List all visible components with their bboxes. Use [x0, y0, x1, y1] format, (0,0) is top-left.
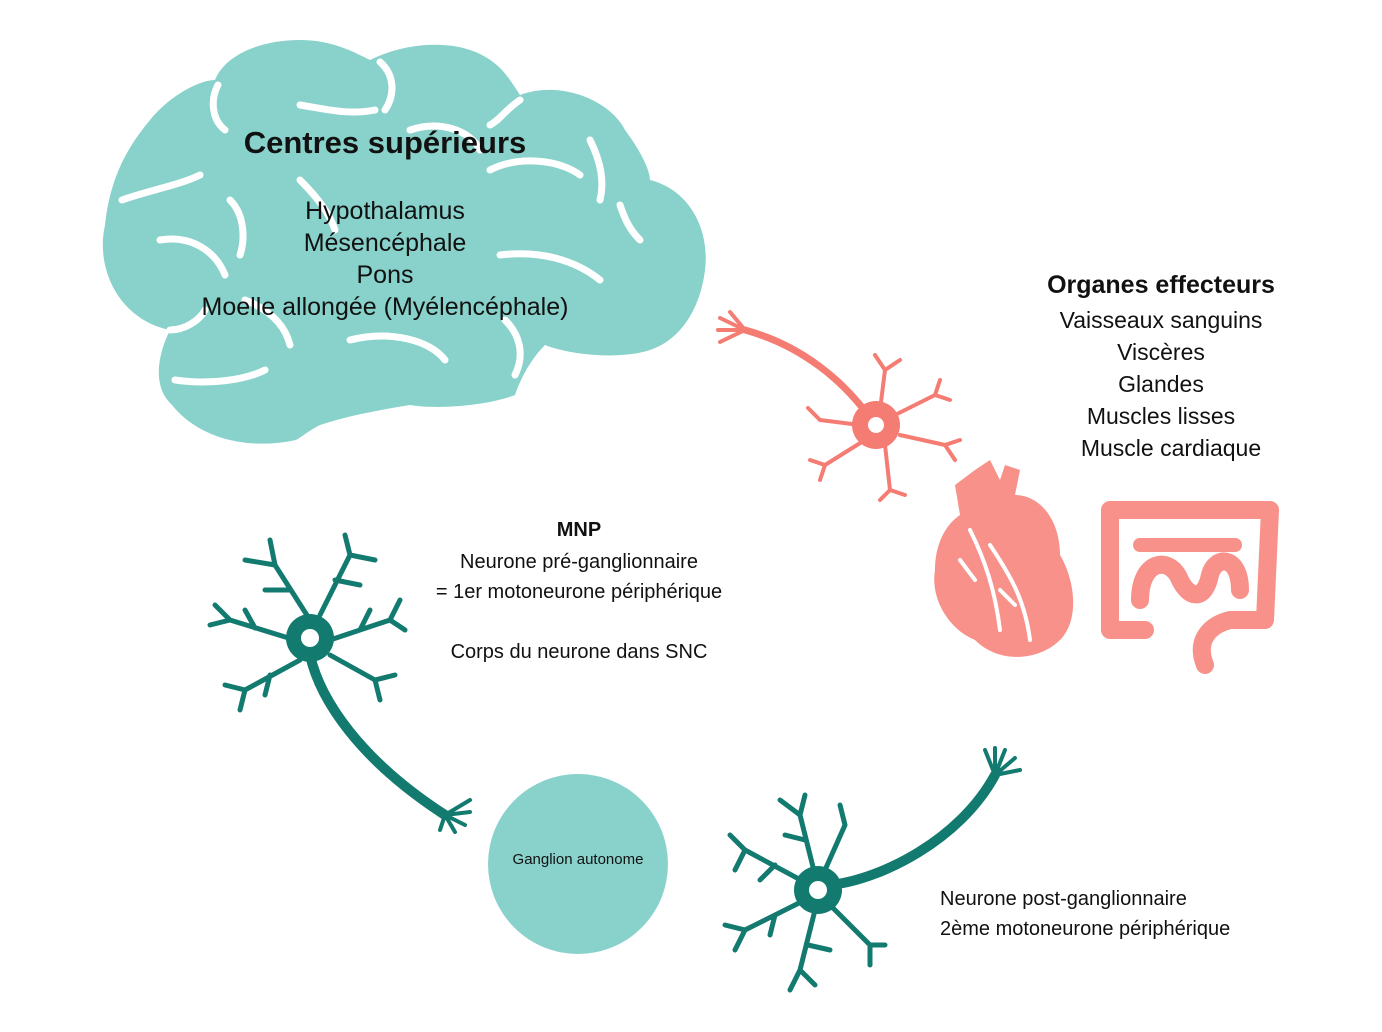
effector-vaisseaux: Vaisseaux sanguins [1059, 307, 1263, 333]
ganglion-circle [488, 774, 668, 954]
heart-icon [934, 460, 1074, 657]
preganglionic-neuron-icon [207, 532, 472, 834]
brain-line-hypothalamus: Hypothalamus [305, 197, 465, 225]
post-neuron-line2: 2ème motoneurone périphérique [940, 918, 1231, 940]
brain-line-mesencephale: Mésencéphale [303, 229, 467, 257]
postganglionic-neuron-icon [722, 746, 1022, 993]
pre-neuron-line3: Corps du neurone dans SNC [450, 641, 708, 663]
pre-neuron-line2: = 1er motoneurone périphérique [435, 581, 723, 603]
brain-line-moelle: Moelle allongée (Myélencéphale) [201, 293, 569, 321]
ganglion-label: Ganglion autonome [512, 851, 644, 868]
effector-muscles-lisses: Muscles lisses [1086, 403, 1236, 429]
effector-glandes: Glandes [1118, 371, 1204, 397]
post-neuron-line1: Neurone post-ganglionnaire [940, 888, 1187, 910]
intestine-icon [1101, 501, 1279, 674]
brain-icon [102, 40, 706, 492]
pre-neuron-line1: Neurone pré-ganglionnaire [460, 551, 698, 573]
pre-neuron-title: MNP [556, 519, 602, 541]
effectors-title: Organes effecteurs [1047, 271, 1275, 299]
effector-muscle-cardiaque: Muscle cardiaque [1080, 435, 1262, 461]
brain-title: Centres supérieurs [243, 125, 527, 160]
effector-visceres: Viscères [1117, 339, 1205, 365]
brain-line-pons: Pons [356, 261, 414, 289]
sensory-neuron-icon [716, 310, 962, 502]
